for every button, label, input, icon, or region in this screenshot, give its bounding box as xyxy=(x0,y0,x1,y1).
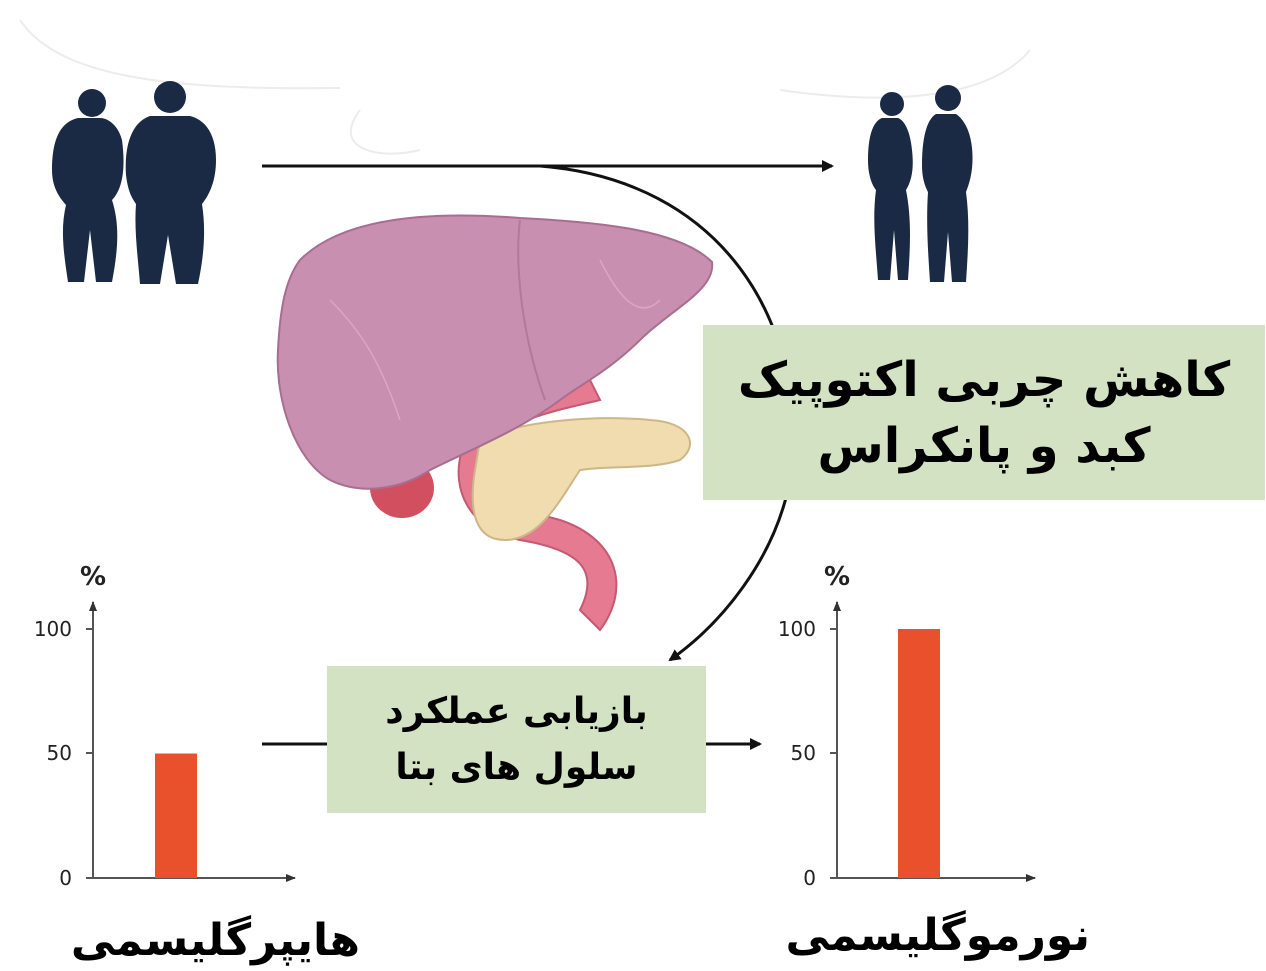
hyperglycemia-caption: هایپرگلیسمی xyxy=(80,915,360,966)
right-tick-100: 100 xyxy=(778,617,816,641)
right-chart: % 100 50 0 xyxy=(778,562,1035,890)
obese-couple-silhouette-icon xyxy=(52,81,216,284)
left-tick-0: 0 xyxy=(59,866,72,890)
ectopic-fat-line-1: کاهش چربی اکتوپیک xyxy=(738,347,1230,413)
right-y-unit: % xyxy=(824,562,850,592)
right-tick-50: 50 xyxy=(791,741,816,765)
beta-cell-line-2: سلول های بتا xyxy=(395,740,637,796)
beta-cell-line-1: بازیابی عملکرد xyxy=(385,684,648,740)
normoglycemia-caption: نورموگلیسمی xyxy=(830,910,1090,961)
right-tick-0: 0 xyxy=(803,866,816,890)
right-chart-bar xyxy=(898,629,940,878)
ectopic-fat-line-2: کبد و پانکراس xyxy=(817,413,1150,479)
beta-cell-recovery-label: بازیابی عملکرد سلول های بتا xyxy=(327,666,706,813)
left-tick-100: 100 xyxy=(34,617,72,641)
liver-pancreas-illustration-icon xyxy=(278,215,713,630)
left-chart-bar xyxy=(155,754,197,879)
left-chart: % 100 50 0 xyxy=(34,562,295,890)
slim-couple-silhouette-icon xyxy=(868,85,973,282)
ectopic-fat-reduction-label: کاهش چربی اکتوپیک کبد و پانکراس xyxy=(703,325,1265,500)
left-y-unit: % xyxy=(80,562,106,592)
left-tick-50: 50 xyxy=(47,741,72,765)
